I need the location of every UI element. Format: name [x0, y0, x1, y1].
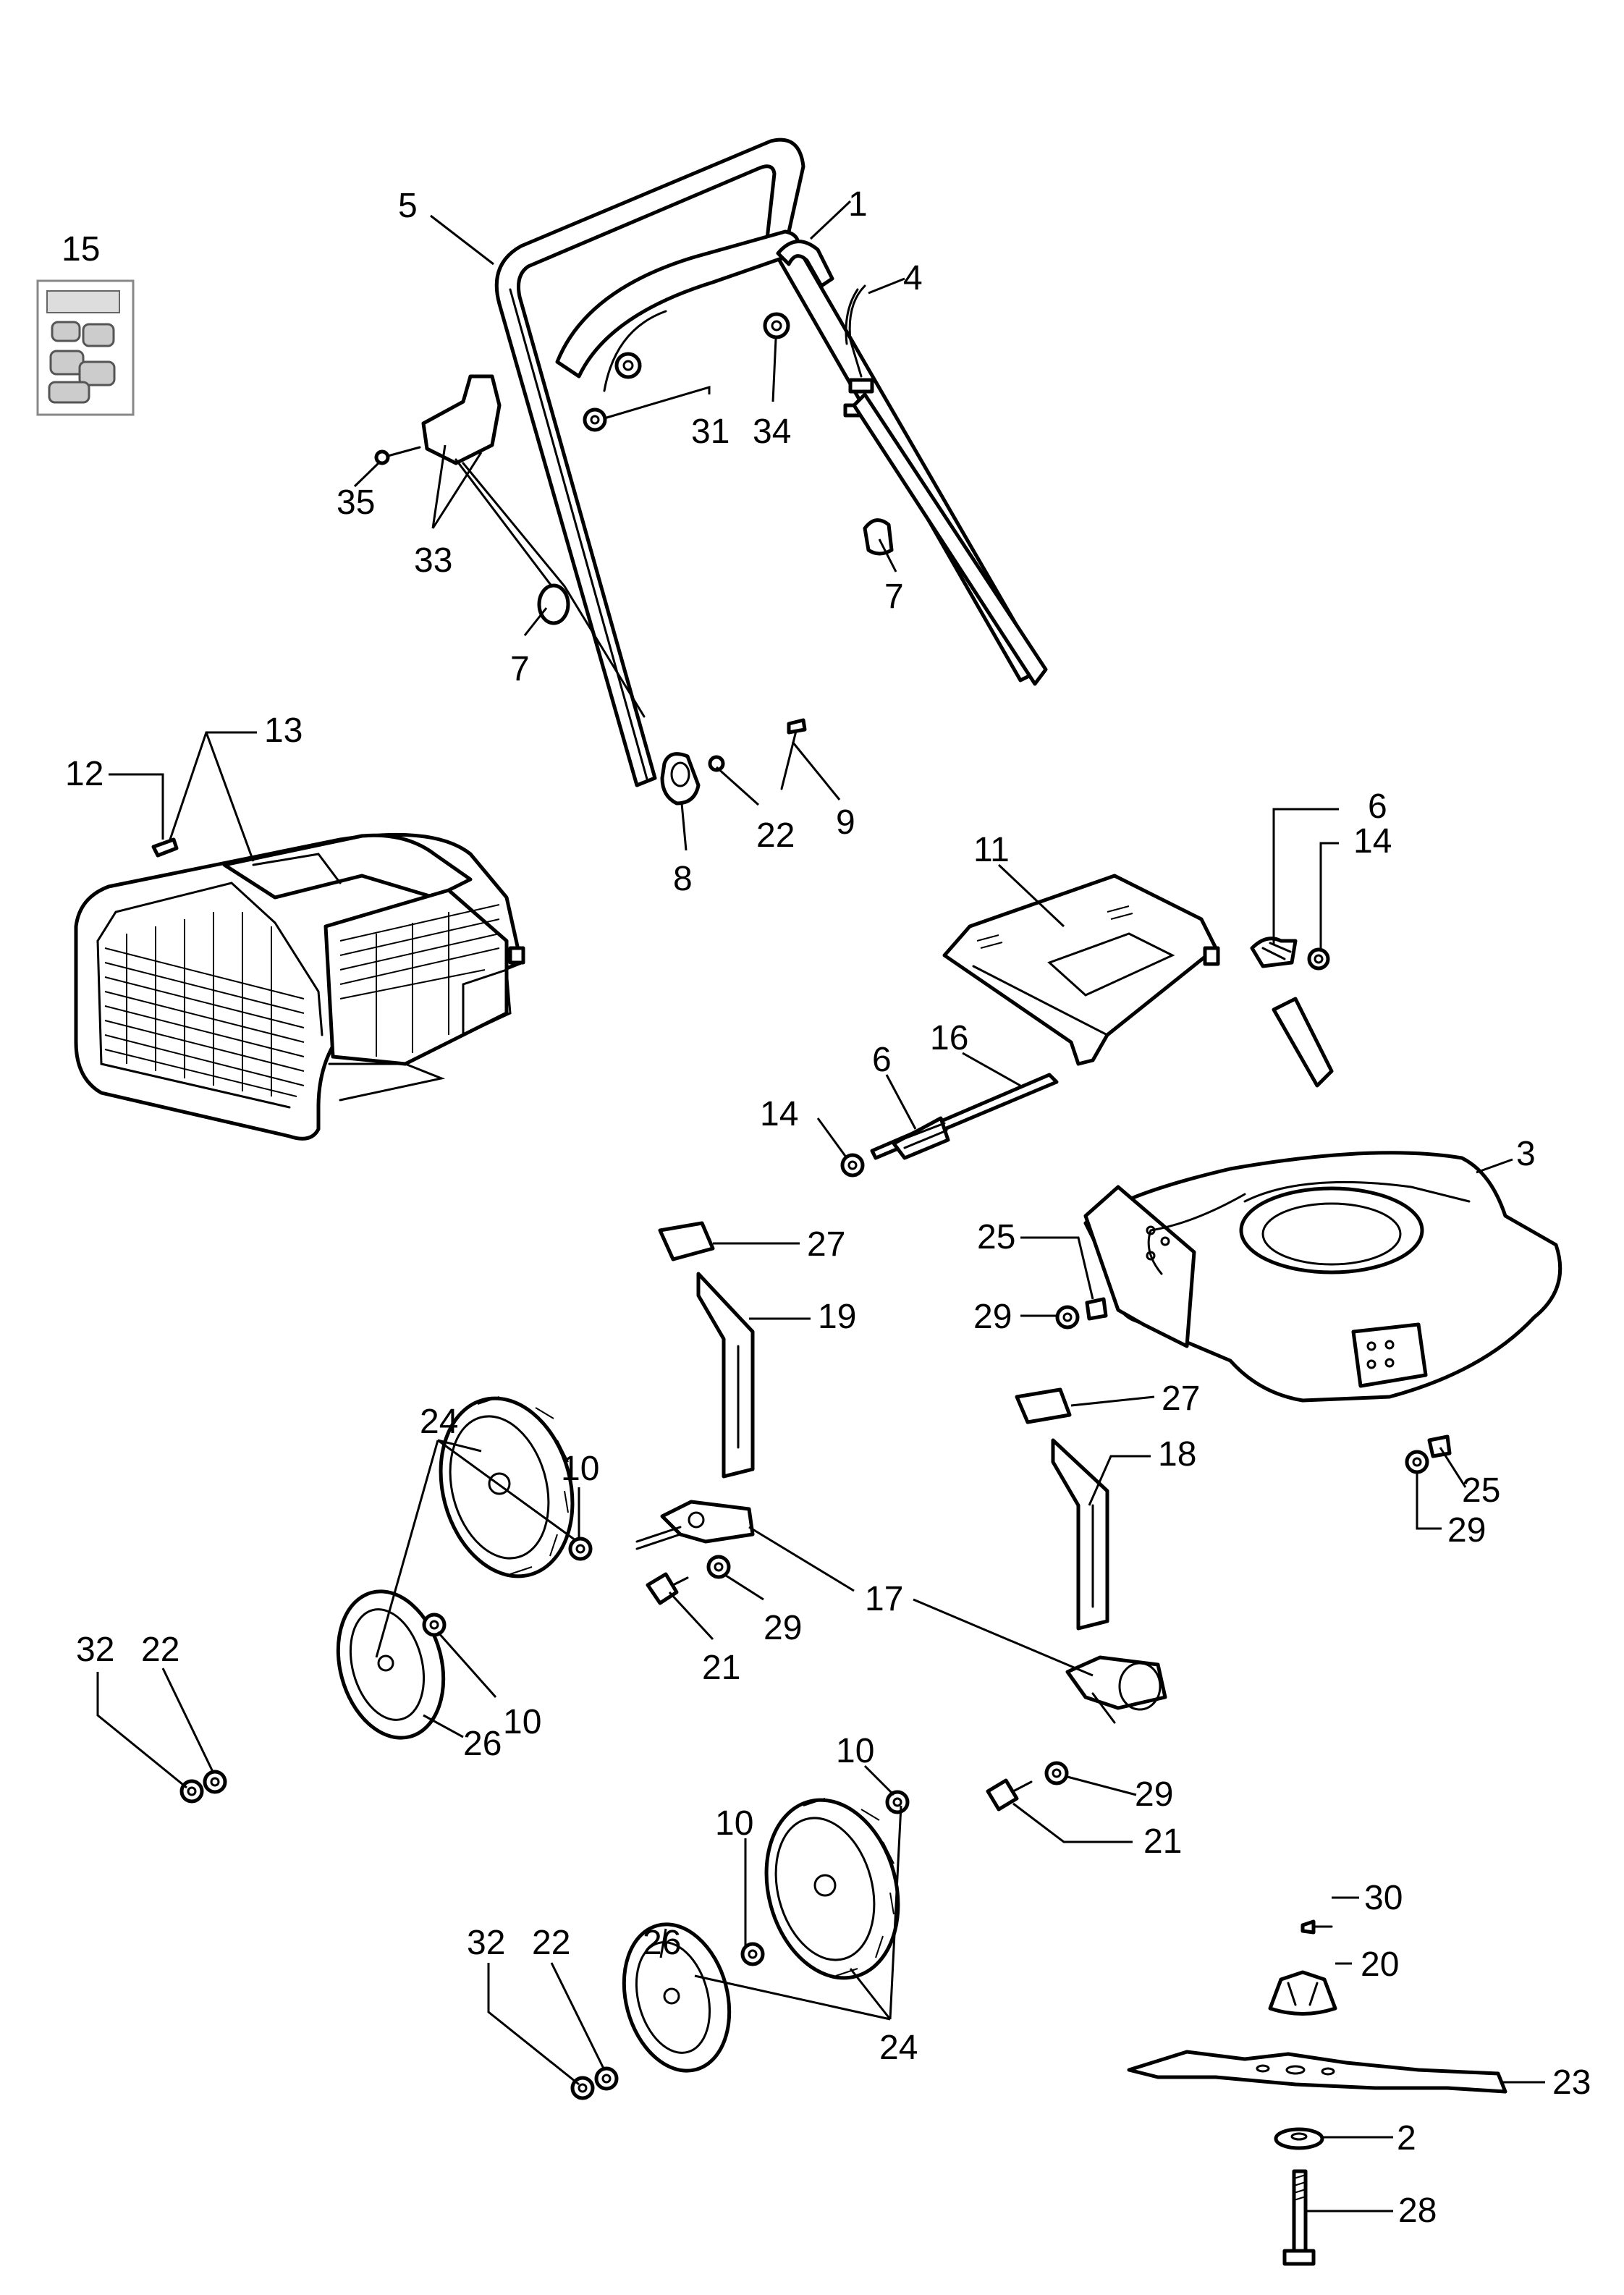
axle-bracket-right-part — [1065, 1655, 1167, 1724]
callout-20: 20 — [1361, 1945, 1399, 1984]
callout-10-a: 10 — [561, 1450, 599, 1488]
rear-wheel-left-part — [336, 1396, 593, 1740]
callout-14-upper: 14 — [1353, 822, 1392, 861]
callout-27-left: 27 — [807, 1225, 845, 1264]
callout-22-wheel-right: 22 — [532, 1924, 570, 1962]
callout-4: 4 — [903, 259, 923, 297]
callout-17: 17 — [865, 1580, 903, 1618]
bag-screw-part — [151, 837, 179, 858]
callout-33: 33 — [414, 541, 452, 580]
throttle-lever-part — [374, 374, 646, 718]
rear-flap-part — [942, 874, 1220, 1066]
callout-14-lower: 14 — [760, 1095, 798, 1133]
callout-10-b: 10 — [503, 1703, 541, 1741]
callout-22-handle: 22 — [756, 816, 795, 855]
callout-7-cable-clip-left: 7 — [510, 650, 530, 688]
callout-35: 35 — [337, 483, 375, 522]
callout-2: 2 — [1397, 2119, 1416, 2157]
callout-12: 12 — [65, 755, 103, 793]
callout-6-spring-lower: 6 — [872, 1041, 892, 1079]
cable-clip-part — [537, 518, 894, 625]
callout-22-wheel-left: 22 — [141, 1631, 179, 1669]
callout-6-spring-upper: 6 — [1368, 787, 1387, 826]
callout-18: 18 — [1158, 1435, 1196, 1474]
callout-29-deck-right: 29 — [1447, 1511, 1486, 1550]
callout-27-right: 27 — [1162, 1379, 1200, 1418]
callout-10-c: 10 — [715, 1804, 753, 1843]
callout-10-d: 10 — [836, 1732, 874, 1770]
flap-spring-part — [1250, 937, 1330, 971]
callout-24-right: 24 — [879, 2029, 918, 2067]
callout-16: 16 — [930, 1019, 968, 1057]
blade-assembly-part — [1127, 1919, 1507, 2266]
callout-21-right: 21 — [1143, 1822, 1182, 1861]
callout-1: 1 — [848, 185, 868, 224]
callout-5: 5 — [398, 187, 418, 225]
callout-7-cable-clip-right: 7 — [884, 578, 904, 616]
lower-handle-part — [852, 392, 1048, 686]
axle-bracket-left-part — [635, 1500, 755, 1550]
callout-34: 34 — [753, 413, 791, 451]
leader-lines — [96, 200, 1545, 2212]
callout-25-right: 25 — [1462, 1471, 1500, 1510]
callout-32-right: 32 — [467, 1924, 505, 1962]
callout-29-axle-right: 29 — [1135, 1775, 1173, 1814]
callout-28: 28 — [1398, 2192, 1437, 2230]
callout-21-left: 21 — [702, 1649, 740, 1687]
callout-26-right: 26 — [643, 1924, 681, 1962]
callout-24-left: 24 — [420, 1403, 458, 1441]
callout-3: 3 — [1516, 1135, 1536, 1173]
decal-sheet-part — [36, 279, 135, 416]
height-lever-left-part — [658, 1221, 755, 1479]
callout-32-left: 32 — [76, 1631, 114, 1669]
callout-9: 9 — [836, 803, 855, 842]
mower-deck-part — [1083, 997, 1562, 1403]
hinge-rod-part — [840, 1073, 1059, 1178]
control-bar-part — [776, 240, 834, 288]
callout-26-left: 26 — [463, 1725, 502, 1763]
callout-29-axle-left: 29 — [764, 1609, 802, 1647]
upper-handle-part — [494, 138, 1044, 787]
callout-8: 8 — [673, 860, 693, 898]
callout-labels: 1 2 3 4 5 6 6 7 7 8 9 10 10 10 10 11 12 … — [62, 185, 1591, 2230]
grass-bag-part — [74, 832, 525, 1141]
height-lever-right-part — [1015, 1387, 1109, 1631]
callout-25-left: 25 — [977, 1218, 1015, 1256]
handle-fixing-part — [660, 718, 807, 806]
rear-wheel-right-part — [622, 1790, 910, 2073]
callout-31: 31 — [691, 413, 729, 451]
callout-30: 30 — [1364, 1879, 1403, 1917]
callout-13: 13 — [264, 711, 303, 750]
wheel-nut-part — [179, 1770, 619, 2100]
bolt-washer-part — [646, 1297, 1452, 1812]
handle-knob-part — [583, 312, 790, 432]
callout-29-deck-left: 29 — [973, 1298, 1012, 1336]
callout-19: 19 — [818, 1298, 856, 1336]
callout-23: 23 — [1552, 2063, 1591, 2102]
callout-11: 11 — [973, 831, 1010, 869]
callout-15: 15 — [62, 230, 100, 269]
